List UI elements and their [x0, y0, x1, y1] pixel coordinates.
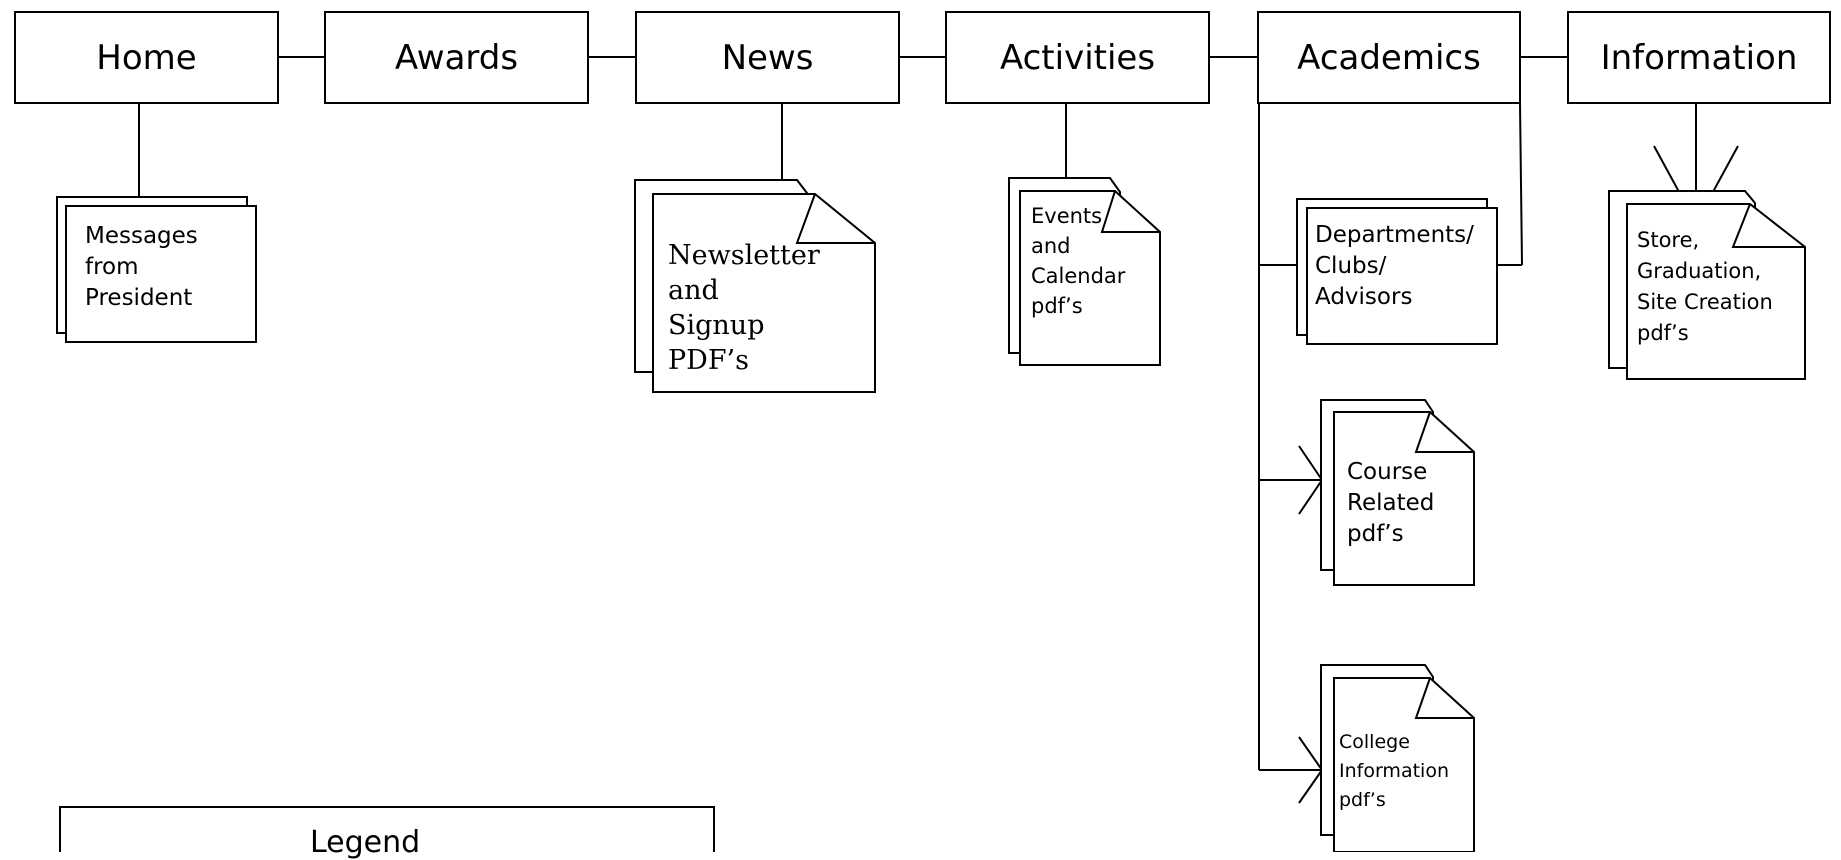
nav-awards-label: Awards	[394, 37, 519, 78]
doc-college-shape	[1320, 664, 1475, 852]
nav-academics-label: Academics	[1297, 37, 1481, 78]
doc-messages-shape	[56, 196, 257, 343]
doc-store-graduation[interactable]: Store, Graduation, Site Creation pdf’s	[1637, 228, 1773, 345]
doc-departments-shape	[1296, 198, 1498, 345]
doc-departments-clubs-advisors[interactable]: Departments/ Clubs/ Advisors	[1315, 222, 1474, 310]
doc-events-calendar[interactable]: Events and Calendar pdf’s	[1031, 204, 1126, 318]
legend-title: Legend	[310, 825, 421, 860]
nav-information[interactable]: Information	[1567, 11, 1831, 104]
nav-news-label: News	[721, 37, 814, 78]
nav-news[interactable]: News	[635, 11, 900, 104]
doc-newsletter-signup[interactable]: Newsletter and Signup PDF’s	[668, 240, 820, 376]
nav-home-label: Home	[96, 37, 197, 78]
nav-home[interactable]: Home	[14, 11, 279, 104]
nav-information-label: Information	[1600, 37, 1798, 78]
doc-college-information[interactable]: College Information pdf’s	[1339, 731, 1449, 811]
doc-store-shape	[1608, 190, 1806, 380]
doc-events-shape	[1008, 177, 1161, 366]
nav-academics[interactable]: Academics	[1257, 11, 1521, 104]
nav-activities[interactable]: Activities	[945, 11, 1210, 104]
legend-box	[59, 806, 715, 852]
doc-messages-from-president[interactable]: Messages from President	[85, 223, 198, 311]
doc-newsletter-shape	[634, 179, 876, 393]
doc-course-shape	[1320, 399, 1475, 586]
nav-activities-label: Activities	[999, 37, 1156, 78]
doc-course-related[interactable]: Course Related pdf’s	[1347, 459, 1435, 547]
nav-awards[interactable]: Awards	[324, 11, 589, 104]
